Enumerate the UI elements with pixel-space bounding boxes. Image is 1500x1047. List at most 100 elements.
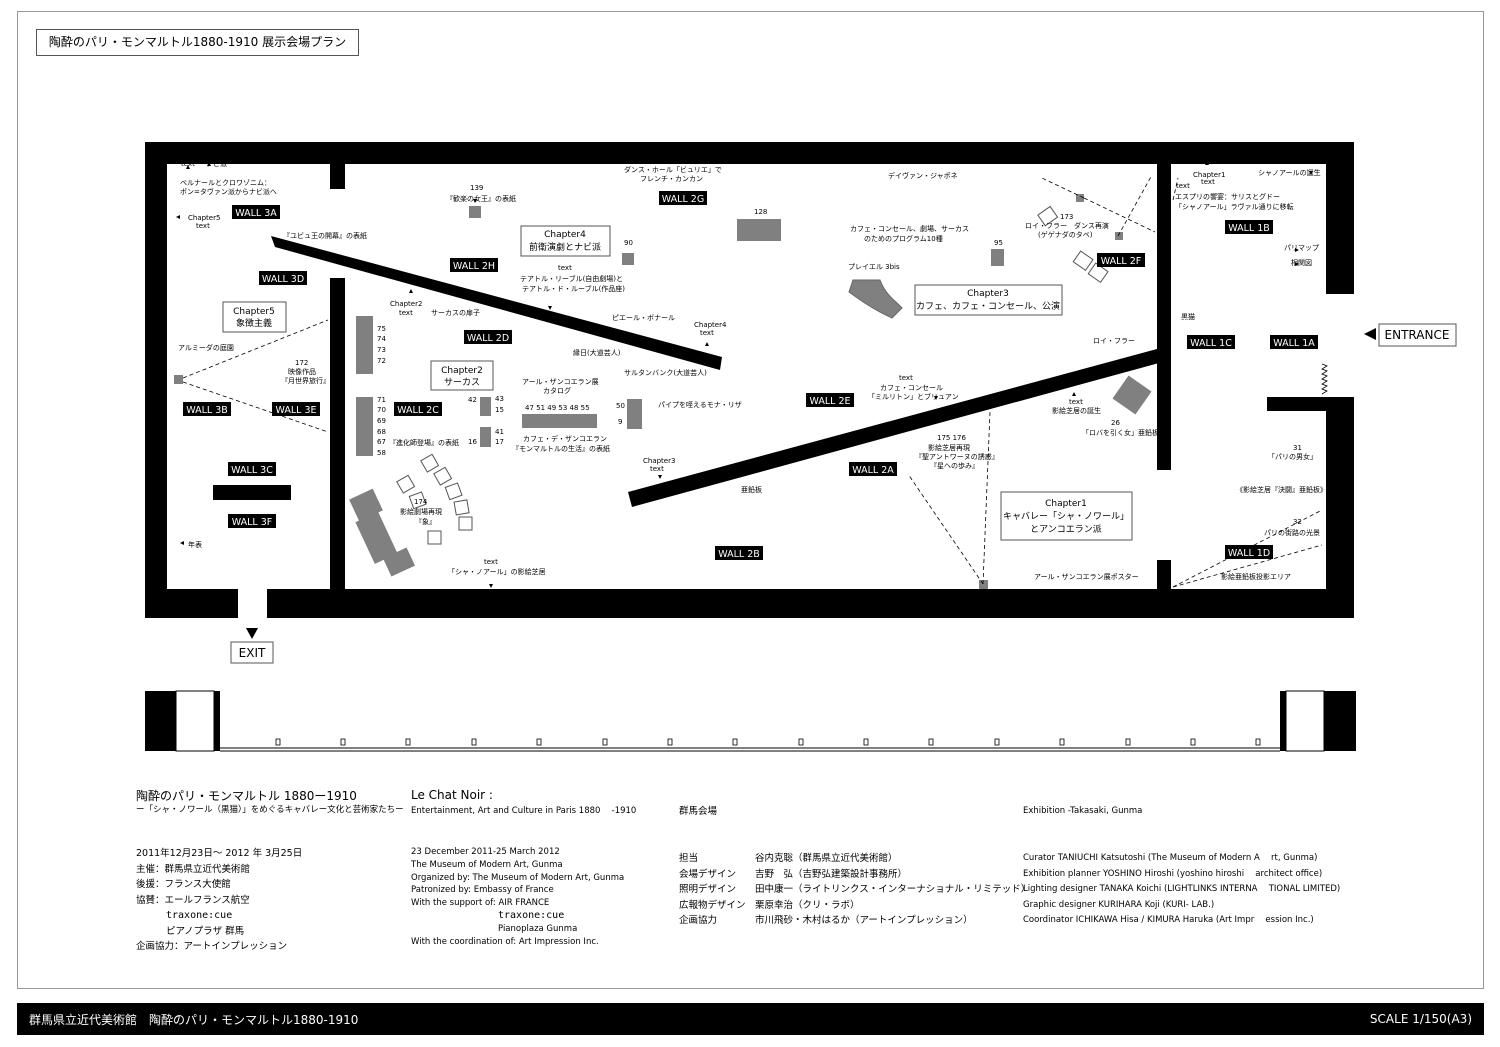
credit-roles: 担当 会場デザイン 照明デザイン 広報物デザイン 企画協力 <box>679 851 746 929</box>
plan-label: ダンス・ホール「ビュリエ」で <box>624 165 722 174</box>
credit-role: 照明デザイン <box>679 884 737 895</box>
plan-label: 「ミルリトン」とブリュアン <box>868 392 959 401</box>
plan-label: ナビ派 <box>206 159 227 168</box>
south-wall-left <box>145 589 238 618</box>
partition-3-lower <box>330 278 345 591</box>
wall-2h-tag: WALL 2H <box>453 261 495 272</box>
plan-label: フレンチ・カンカン <box>640 175 703 183</box>
credit-role: 担当 <box>679 853 699 864</box>
chapter1-number: Chapter1 <box>1045 499 1087 509</box>
sponsor-logo: traxone:cue <box>166 910 233 921</box>
plan-label: 相関図 <box>1291 258 1312 267</box>
credit-en-line: Exhibition planner YOSHINO Hiroshi (yosh… <box>1023 868 1323 879</box>
info-line: Organized by: The Museum of Modern Art, … <box>411 872 625 883</box>
plan-label: エスプリの饗宴：サリスとグドー <box>1175 192 1280 201</box>
wall-3c-tag: WALL 3C <box>231 465 273 476</box>
plan-label: 175 176 <box>937 434 966 442</box>
case-number: 75 <box>377 325 386 333</box>
exit-box <box>230 641 274 664</box>
plan-label: ポン=タヴァン派からナビ派へ <box>180 187 277 196</box>
info-line: Pianoplaza Gunma <box>498 923 578 934</box>
partition-1-lower <box>1157 560 1171 591</box>
chapter-boxes: Chapter5 象徴主義 Chapter2 サーカス Chapter4 前衛演… <box>222 225 1133 541</box>
arrow-markers <box>176 161 1313 588</box>
plan-label: (ゲゲナダのタベ) <box>1038 230 1093 239</box>
wall-2d-tag: WALL 2D <box>467 333 509 344</box>
credit-names: 谷内克聡（群馬県立近代美術館） 吉野 弘（吉野弘建築設計事務所） 田中康一（ライ… <box>755 851 1030 929</box>
plan-label: 縁日(大道芸人) <box>573 348 621 357</box>
venue-jp: 群馬会場 <box>679 806 718 817</box>
credit-name: 栗原幸治（クリ・ラボ） <box>755 899 860 911</box>
info-line: 協賛：エールフランス航空 <box>136 894 250 906</box>
plan-label: 90 <box>624 239 633 247</box>
plan-label: パリの街路の光景 <box>1264 528 1320 537</box>
plan-label: 『歓楽の女王』の表紙 <box>446 194 516 203</box>
plan-label: text <box>484 558 498 566</box>
info-line: Patronized by: Embassy of France <box>411 885 554 896</box>
plan-label: 『月世界旅行』 <box>281 376 330 385</box>
case-number: 68 <box>377 428 386 436</box>
plan-label: サーカスの扉子 <box>431 308 480 317</box>
plan-label: 95 <box>994 239 1003 247</box>
case-number: 69 <box>377 417 386 425</box>
footer-title: 群馬県立近代美術館 陶酔のパリ・モンマルトル1880-1910 <box>29 1013 359 1027</box>
wall-2c-tag: WALL 2C <box>397 405 439 416</box>
en-subtitle: Entertainment, Art and Culture in Paris … <box>411 806 637 816</box>
plan-label: Chapter2 <box>390 300 422 308</box>
wall-1c-tag: WALL 1C <box>1190 338 1232 349</box>
plan-label: text <box>700 329 714 337</box>
plan-label: アール・ザンコエラン展ポスター <box>1034 572 1139 581</box>
plan-label: 《影絵芝居『決闘』亜鉛板》 <box>1236 485 1327 494</box>
case-number: 71 <box>377 396 386 404</box>
chapter1-title: キャバレー「シャ・ノワール」 <box>1003 511 1129 522</box>
credit-en-line: Lighting designer TANAKA Koichi (LIGHTLI… <box>1023 884 1341 894</box>
west-wall <box>145 142 167 618</box>
plan-label: text <box>558 264 572 272</box>
plan-label: Chapter1 <box>1193 171 1225 179</box>
page-title: 陶酔のパリ・モンマルトル1880-1910 展示会場プラン <box>36 29 359 56</box>
plan-label: text <box>1069 398 1083 406</box>
plan-label: 「パリの男女」 <box>1268 452 1317 461</box>
plan-label: 139 <box>470 184 483 192</box>
partition-3-upper <box>330 162 345 189</box>
wall-1a-tag: WALL 1A <box>1273 338 1315 349</box>
plan-label: パリマップ <box>1284 244 1319 252</box>
plan-label: 影絵芝居再現 <box>928 443 970 452</box>
footer-scale: SCALE 1/150(A3) <box>1369 1012 1472 1026</box>
plan-label: テアトル・ド・ルーブル(作品座) <box>522 284 625 293</box>
case-number: 58 <box>377 449 386 457</box>
case-number: 73 <box>377 346 386 354</box>
wall-1b-tag: WALL 1B <box>1228 223 1270 234</box>
case-number: 9 <box>618 418 622 426</box>
sponsor-logo: traxone:cue <box>498 909 565 921</box>
plan-label: 黒猫 <box>1181 312 1195 321</box>
case-number: 17 <box>495 438 504 446</box>
jp-info-lines: 2011年12月23日～ 2012 年 3月25日 主催：群馬県立近代美術館 後… <box>136 846 302 955</box>
exit-label: EXIT <box>239 646 266 660</box>
plan-label: 128 <box>754 208 767 216</box>
east-wall-lower <box>1326 397 1354 618</box>
plan-label: text <box>196 222 210 230</box>
credit-name: 田中康一（ライトリンクス・インターナショナル・リミテッド） <box>755 884 1031 895</box>
en-title: Le Chat Noir : <box>411 788 493 802</box>
wall-3f-tag: WALL 3F <box>232 517 273 528</box>
floor-plan: ENTRANCE EXIT WALL 3A WALL 3D WALL 3B WA… <box>145 142 1457 752</box>
case-number: 47 51 49 53 48 55 <box>525 404 590 412</box>
plan-label: 31 <box>1293 444 1302 452</box>
jp-title: 陶酔のパリ・モンマルトル 1880ー1910 <box>136 789 357 803</box>
wall-1d-tag: WALL 1D <box>1228 548 1270 559</box>
plan-labels: text ナビ派 ベルナールとクロワゾニム： ポン=タヴァン派からナビ派へ Ch… <box>178 159 1327 581</box>
plan-label: 『進化師登場』の表紙 <box>389 438 459 447</box>
wall-2f-tag: WALL 2F <box>1101 256 1142 267</box>
credit-role: 広報物デザイン <box>679 899 746 911</box>
chapter3-title: カフェ、カフェ・コンセール、公演 <box>916 300 1060 312</box>
entrance-door <box>1321 363 1328 395</box>
plan-label: 『聖アントワーヌの誘惑』 <box>915 452 999 461</box>
plan-label: 「シャ・ノアール」の影絵芝居 <box>448 567 546 576</box>
info-line: 23 December 2011-25 March 2012 <box>411 847 560 857</box>
plan-label: カタログ <box>543 386 571 395</box>
credits-en: Curator TANIUCHI Katsutoshi (The Museum … <box>1023 851 1340 929</box>
plan-label: パイプを咥えるモナ・リザ <box>658 401 742 409</box>
plan-label: Chapter3 <box>643 457 675 465</box>
plan-label: 『星への歩み』 <box>930 461 979 470</box>
